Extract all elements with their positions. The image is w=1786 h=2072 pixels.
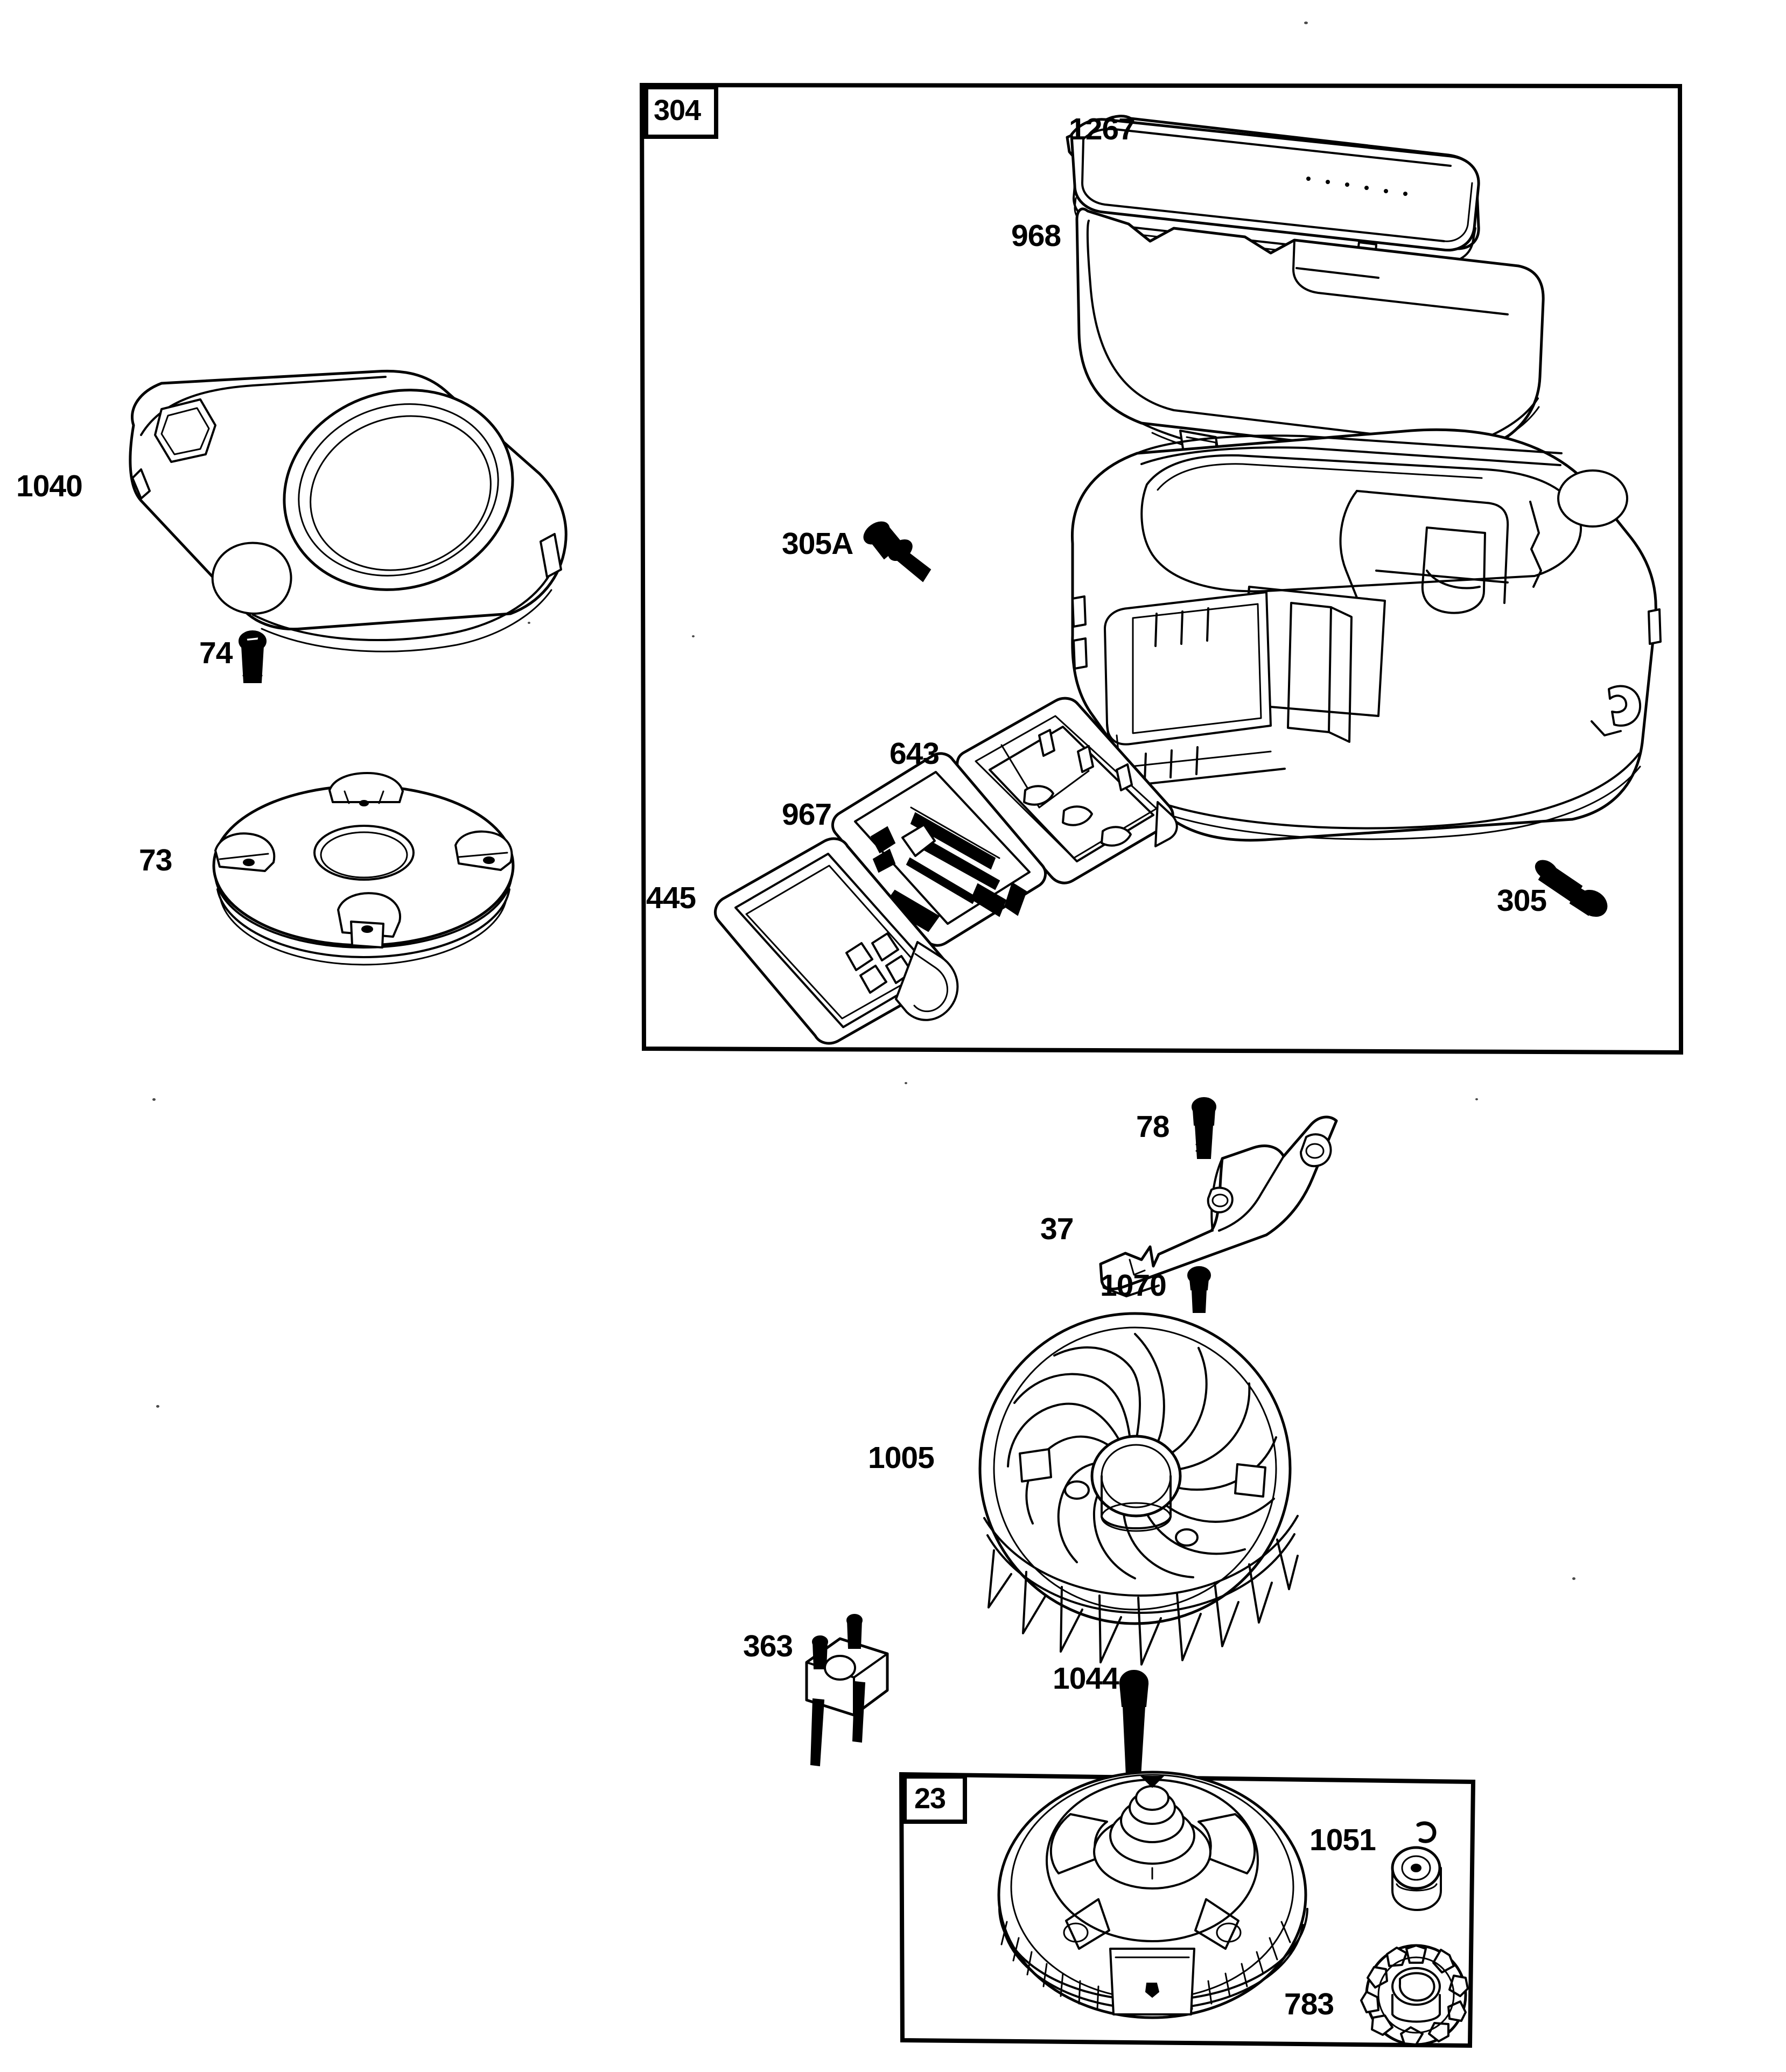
scan-speckle	[1475, 1098, 1478, 1100]
part-305-hex-flange-bolt	[1535, 860, 1608, 917]
part-1051-spacer	[1391, 1821, 1442, 1911]
part-967-filter-cartridge	[831, 752, 1047, 947]
callout-78: 78	[1136, 1109, 1169, 1144]
scan-speckle	[152, 1098, 156, 1101]
part-643-filter-retainer	[956, 697, 1178, 884]
callout-74: 74	[199, 636, 233, 670]
callout-967: 967	[782, 797, 832, 832]
scan-speckle	[1304, 22, 1308, 24]
panel-number-23: 23	[914, 1782, 946, 1815]
scan-speckle	[905, 1082, 907, 1084]
callout-445: 445	[646, 881, 696, 915]
part-783-pinion-gear	[1360, 1944, 1469, 2046]
callout-783: 783	[1284, 1987, 1334, 2021]
blower-housing-main-shell	[1070, 428, 1662, 842]
callout-363: 363	[743, 1629, 793, 1663]
callout-37: 37	[1040, 1212, 1074, 1246]
callout-1040: 1040	[16, 469, 83, 503]
part-1044-flywheel-bolt	[1119, 1670, 1149, 1782]
callout-73: 73	[139, 843, 172, 877]
callout-1070: 1070	[1100, 1268, 1167, 1303]
part-73-pulley-cap	[212, 772, 515, 966]
part-78-screw	[1192, 1097, 1216, 1159]
part-1267-air-cleaner-cover	[1066, 115, 1480, 284]
callout-1005: 1005	[868, 1441, 935, 1475]
part-363-flywheel-holder	[805, 1614, 889, 1767]
callout-1267: 1267	[1069, 112, 1136, 146]
part-1040-starter-cover	[129, 369, 568, 652]
scan-speckle	[156, 1405, 159, 1408]
callout-305: 305	[1497, 883, 1547, 918]
panel-number-304: 304	[654, 94, 701, 127]
flywheel-assembly	[997, 1771, 1308, 2019]
part-305A-shoulder-bolt	[863, 521, 931, 582]
panel-23-border	[899, 1772, 1476, 2048]
part-37-air-deflector	[1099, 1115, 1338, 1297]
callout-305A: 305A	[782, 526, 853, 561]
panel-304-border	[639, 82, 1684, 1055]
scan-speckle	[692, 635, 695, 637]
callout-643: 643	[890, 736, 940, 771]
part-1005-cooling-fan	[978, 1312, 1299, 1666]
callout-1051: 1051	[1309, 1823, 1376, 1857]
callout-968: 968	[1011, 219, 1061, 253]
scan-speckle	[528, 622, 530, 624]
part-445-pre-cleaner	[713, 837, 959, 1045]
part-74-screw	[239, 630, 267, 683]
scan-speckle	[1572, 1577, 1575, 1580]
part-1070-screw	[1187, 1266, 1211, 1313]
callout-1044: 1044	[1053, 1661, 1119, 1696]
